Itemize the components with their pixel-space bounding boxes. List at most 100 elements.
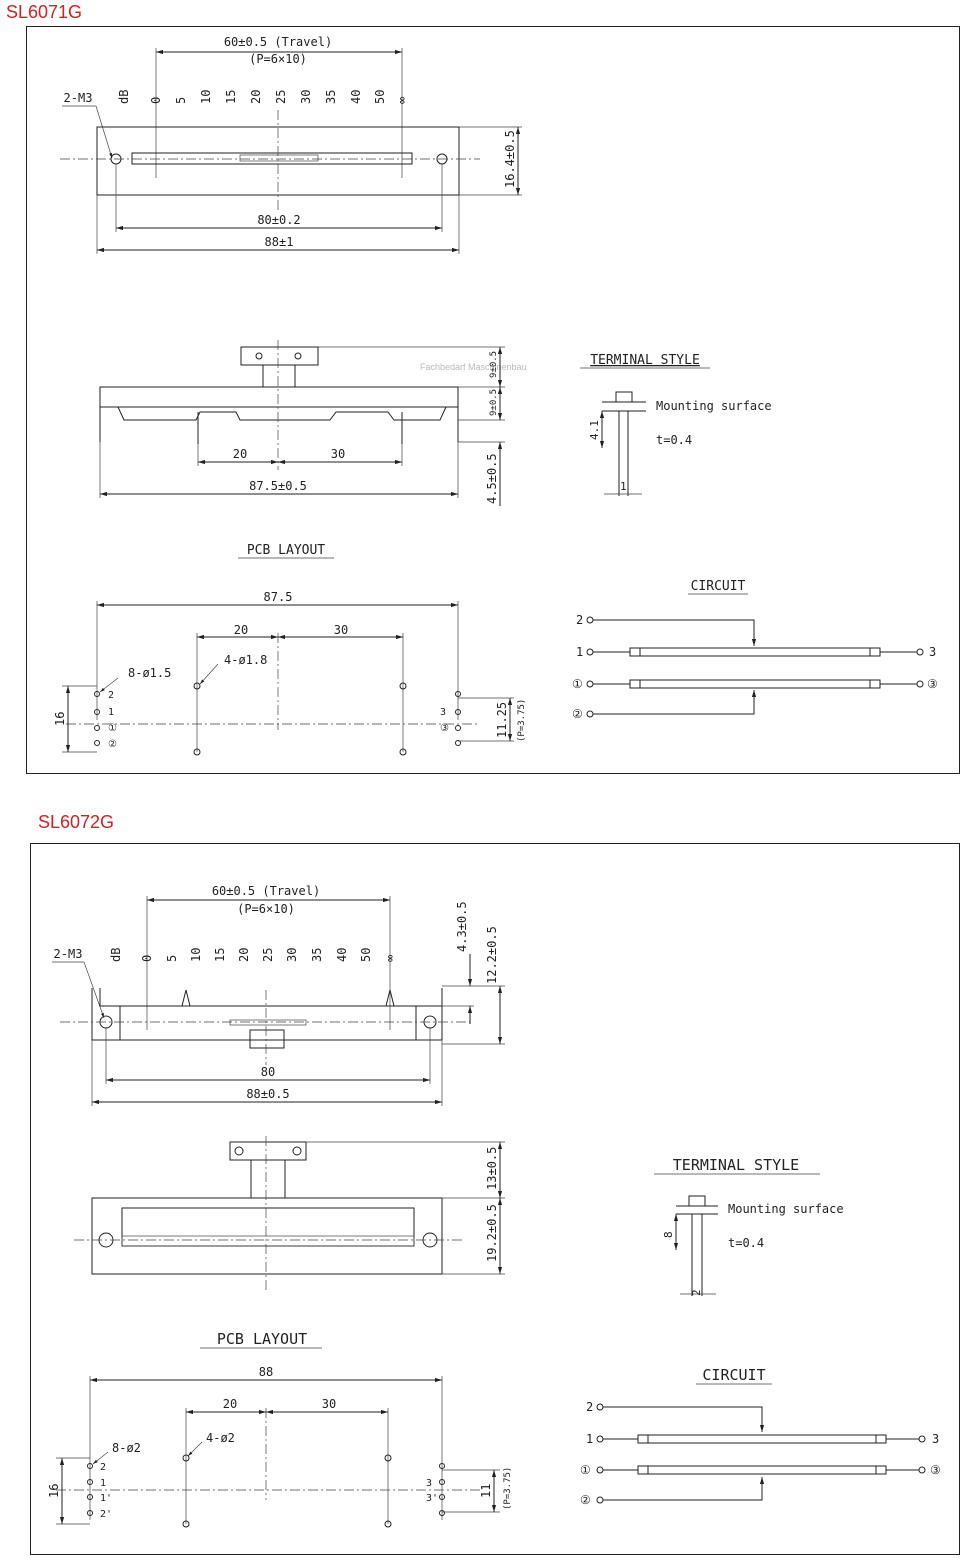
pcb-title: PCB LAYOUT — [247, 543, 325, 558]
model-title-sl6071g: SL6071G — [6, 2, 83, 22]
scale-db: dB — [117, 90, 131, 104]
scale-labels-sl6071g: dB 0 5 10 15 20 25 30 35 40 50 ∞ — [117, 90, 409, 104]
pin-pitch: (P=3.75) — [517, 699, 527, 742]
circuit-3: 3 — [929, 645, 936, 659]
circuit-c1: ① — [572, 677, 583, 691]
holes-big: 4-ø1.8 — [224, 653, 267, 667]
pin-height: 4.5±0.5 — [485, 453, 499, 504]
circuit2-1: 1 — [586, 1432, 593, 1446]
scale2-50: 50 — [359, 948, 373, 962]
scale-25: 25 — [274, 90, 288, 104]
pcb-pin-c3: ③ — [440, 723, 449, 734]
knob-stem — [262, 364, 296, 388]
terminal-length: 4.1 — [588, 420, 601, 440]
sl6071g-top-view: 60±0.5 (Travel) (P=6×10) 2-M3 dB 0 5 10 … — [60, 35, 522, 254]
scale2-30: 30 — [285, 948, 299, 962]
body-height-side-2: 19.2±0.5 — [485, 1204, 499, 1262]
pcb2-pin-1: 1 — [100, 1478, 106, 1489]
slider-body-2 — [119, 1005, 417, 1041]
scale-inf: ∞ — [395, 97, 409, 104]
overall-label-2: 88±0.5 — [246, 1087, 289, 1101]
knob-height-2: 4.3±0.5 — [455, 901, 469, 952]
pcb-pin-1: 1 — [108, 707, 114, 718]
travel-label: 60±0.5 (Travel) — [224, 35, 332, 49]
scale2-inf: ∞ — [383, 955, 397, 962]
side-overall: 87.5±0.5 — [249, 479, 307, 493]
sl6072g-pcb-layout: PCB LAYOUT 88 20 30 8-ø2 4-ø2 2 1 1' 2' … — [47, 1330, 513, 1528]
resistor-track-2 — [629, 679, 881, 689]
mount-label-2: 2-M3 — [54, 947, 83, 961]
mounting-label: Mounting surface — [656, 399, 772, 413]
sl6072g-side-view: 13±0.5 19.2±0.5 — [74, 1136, 505, 1290]
knob-top-2 — [229, 1141, 307, 1161]
scale2-25: 25 — [261, 948, 275, 962]
resistor-track-1 — [629, 647, 881, 657]
side-body-2 — [91, 1197, 443, 1275]
scale2-db: dB — [109, 948, 123, 962]
pitch-label: (P=6×10) — [249, 52, 307, 66]
scale2-20: 20 — [237, 948, 251, 962]
pcb-overall: 87.5 — [264, 590, 293, 604]
circuit2-c2: ② — [580, 1493, 591, 1507]
scale-0: 0 — [149, 97, 163, 104]
holes-small-2: 8-ø2 — [112, 1441, 141, 1455]
scale-5: 5 — [174, 97, 188, 104]
circuit2-3: 3 — [932, 1432, 939, 1446]
pcb-pin-2: 2 — [108, 690, 114, 701]
sl6071g-circuit: CIRCUIT 2 1 3 ① ③ ② — [572, 579, 938, 721]
sl6072g-terminal-style: TERMINAL STYLE Mounting surface t=0.4 8 … — [654, 1156, 844, 1296]
body-height: 9±0.5 — [489, 389, 499, 416]
scale2-5: 5 — [165, 955, 179, 962]
overall-label: 88±1 — [265, 235, 294, 249]
height-label-2: 12.2±0.5 — [485, 926, 499, 984]
pcb-pin-c2: ② — [108, 739, 117, 750]
scale-15: 15 — [224, 90, 238, 104]
resistor-track-3 — [637, 1434, 887, 1444]
drawing-frame-sl6071g — [26, 26, 960, 774]
scale-labels-sl6072g: dB 0 5 10 15 20 25 30 35 40 50 ∞ — [109, 948, 397, 962]
holes-small: 8-ø1.5 — [128, 666, 171, 680]
circuit2-2: 2 — [586, 1400, 593, 1414]
hole-spacing-2: 80 — [261, 1065, 275, 1079]
resistor-track-4 — [637, 1465, 887, 1475]
scale-10: 10 — [199, 90, 213, 104]
hole-spacing-label: 80±0.2 — [257, 213, 300, 227]
side-body — [99, 386, 459, 408]
holes-big-2: 4-ø2 — [206, 1431, 235, 1445]
pitch-label-2: (P=6×10) — [237, 902, 295, 916]
scale2-0: 0 — [140, 955, 154, 962]
side-dim-b: 30 — [331, 447, 345, 461]
circuit-title-2: CIRCUIT — [702, 1366, 765, 1384]
height-label: 16.4±0.5 — [503, 130, 517, 188]
side-dim-a: 20 — [233, 447, 247, 461]
mounting-label-2: Mounting surface — [728, 1202, 844, 1216]
scale2-35: 35 — [310, 948, 324, 962]
sl6072g-circuit: CIRCUIT 2 1 3 ① ③ ② — [580, 1366, 941, 1507]
scale2-15: 15 — [213, 948, 227, 962]
scale-30: 30 — [299, 90, 313, 104]
circuit2-c1: ① — [580, 1463, 591, 1477]
pcb-dim-b: 30 — [334, 623, 348, 637]
sl6071g-side-view: Fachbedarf Maschinenbau 20 30 87.5±0.5 9… — [99, 340, 527, 506]
terminal-width-2: 2 — [690, 1289, 703, 1296]
scale-20: 20 — [249, 90, 263, 104]
circuit-2: 2 — [576, 613, 583, 627]
knob-height-side-2: 13±0.5 — [485, 1147, 499, 1190]
circuit-c3: ③ — [927, 677, 938, 691]
scale2-40: 40 — [335, 948, 349, 962]
travel-label-2: 60±0.5 (Travel) — [212, 884, 320, 898]
pin-span: 11.25 — [495, 702, 509, 738]
watermark: Fachbedarf Maschinenbau — [420, 362, 527, 372]
circuit2-c3: ③ — [930, 1463, 941, 1477]
pcb2-pin-2p: 2' — [100, 1509, 112, 1520]
sl6072g-top-view: 60±0.5 (Travel) (P=6×10) 2-M3 dB 0 5 10 … — [52, 884, 505, 1106]
pcb-height: 16 — [53, 712, 67, 726]
circuit-1: 1 — [576, 645, 583, 659]
pcb-title-2: PCB LAYOUT — [217, 1330, 307, 1348]
pcb2-pin-3: 3 — [426, 1478, 432, 1489]
slider-slot — [131, 152, 413, 165]
sl6071g-pcb-layout: PCB LAYOUT 87.5 20 30 8-ø1.5 4-ø1.8 2 1 … — [53, 543, 527, 756]
pcb-pin-c1: ① — [108, 723, 117, 734]
terminal-title-2: TERMINAL STYLE — [673, 1156, 799, 1174]
